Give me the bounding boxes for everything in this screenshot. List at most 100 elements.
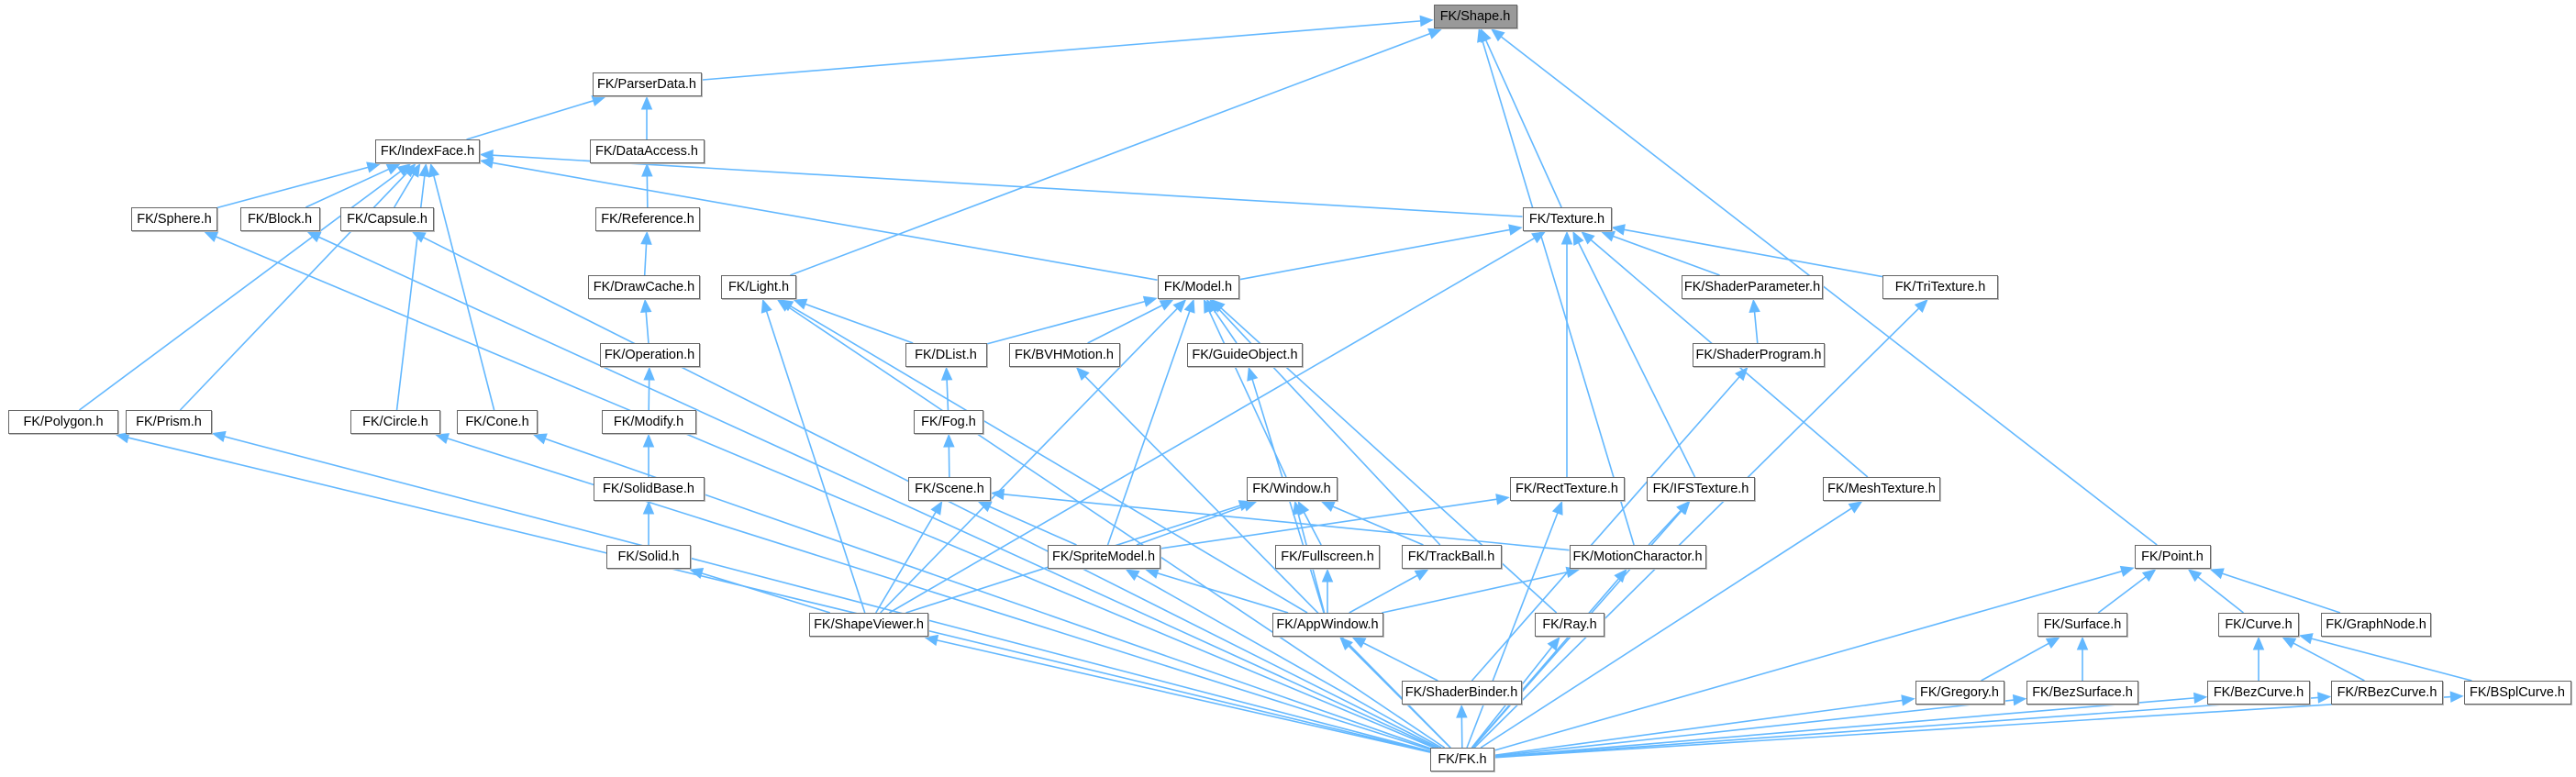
node-capsule[interactable]: FK/Capsule.h <box>340 207 434 231</box>
node-modify[interactable]: FK/Modify.h <box>601 410 696 434</box>
edge-line <box>1482 40 1635 546</box>
arrowhead-icon <box>385 163 401 175</box>
node-polygon[interactable]: FK/Polygon.h <box>8 410 118 434</box>
arrowhead-icon <box>1914 299 1928 313</box>
node-draw-cache[interactable]: FK/DrawCache.h <box>588 275 700 299</box>
node-cone[interactable]: FK/Cone.h <box>457 410 538 434</box>
arrowhead-icon <box>1203 298 1215 314</box>
edge-sphere-to-index-face <box>217 161 382 209</box>
edge-line <box>1303 512 1322 546</box>
node-label: FK/Cone.h <box>465 415 529 429</box>
node-texture[interactable]: FK/Texture.h <box>1522 207 1612 231</box>
node-bez-surface[interactable]: FK/BezSurface.h <box>2026 681 2138 705</box>
node-point[interactable]: FK/Point.h <box>2134 545 2211 569</box>
node-dlist[interactable]: FK/DList.h <box>905 343 987 367</box>
edge-index-face-to-parser-data <box>466 94 606 140</box>
node-graph-node[interactable]: FK/GraphNode.h <box>2321 613 2431 637</box>
arrowhead-icon <box>2193 692 2208 705</box>
edge-motion-charactor-to-scene <box>990 488 1570 551</box>
edge-bez-surface-to-surface <box>2076 636 2089 681</box>
arrowhead-icon <box>2119 565 2135 577</box>
edge-gregory-to-surface <box>1981 637 2060 682</box>
node-light[interactable]: FK/Light.h <box>721 275 796 299</box>
arrowhead-icon <box>1142 295 1158 307</box>
arrowhead-icon <box>532 433 548 445</box>
arrowhead-icon <box>479 157 494 169</box>
node-solid[interactable]: FK/Solid.h <box>606 545 691 569</box>
edge-prism-to-index-face <box>179 163 416 411</box>
arrowhead-icon <box>1211 299 1226 313</box>
node-label: FK/RBezCurve.h <box>2337 685 2437 700</box>
node-parser-data[interactable]: FK/ParserData.h <box>592 72 702 96</box>
node-fk[interactable]: FK/FK.h <box>1430 748 1494 771</box>
node-prism[interactable]: FK/Prism.h <box>126 410 212 434</box>
node-bez-curve[interactable]: FK/BezCurve.h <box>2207 681 2310 705</box>
edge-line <box>2293 642 2365 682</box>
node-label: FK/ParserData.h <box>597 77 696 92</box>
edge-shape-viewer-to-model <box>880 299 1187 614</box>
node-fog[interactable]: FK/Fog.h <box>914 410 983 434</box>
edge-texture-to-index-face <box>479 150 1523 217</box>
node-ray[interactable]: FK/Ray.h <box>1535 613 1604 637</box>
edge-shape-viewer-to-light <box>761 298 866 614</box>
node-sphere[interactable]: FK/Sphere.h <box>131 207 217 231</box>
edge-line <box>1493 695 2451 759</box>
edge-line <box>765 311 866 614</box>
node-label: FK/Window.h <box>1252 482 1331 496</box>
edge-line <box>1493 699 1903 757</box>
node-app-window[interactable]: FK/AppWindow.h <box>1271 613 1383 637</box>
node-reference[interactable]: FK/Reference.h <box>595 207 700 231</box>
edge-line <box>643 243 648 276</box>
arrowhead-icon <box>1560 230 1573 245</box>
node-label: FK/Operation.h <box>604 348 695 362</box>
node-data-access[interactable]: FK/DataAccess.h <box>589 139 705 163</box>
node-gregory[interactable]: FK/Gregory.h <box>1915 681 2004 705</box>
node-surface[interactable]: FK/Surface.h <box>2037 613 2127 637</box>
node-track-ball[interactable]: FK/TrackBall.h <box>1401 545 1502 569</box>
node-shader-binder[interactable]: FK/ShaderBinder.h <box>1401 681 1522 705</box>
node-shader-parameter[interactable]: FK/ShaderParameter.h <box>1682 275 1823 299</box>
arrowhead-icon <box>2449 691 2464 703</box>
node-label: FK/Capsule.h <box>347 212 427 227</box>
arrowhead-icon <box>204 231 219 242</box>
node-shape-viewer[interactable]: FK/ShapeViewer.h <box>809 613 928 637</box>
node-scene[interactable]: FK/Scene.h <box>908 477 991 501</box>
node-solid-base[interactable]: FK/SolidBase.h <box>593 477 705 501</box>
arrowhead-icon <box>643 366 655 381</box>
node-shader-program[interactable]: FK/ShaderProgram.h <box>1693 343 1825 367</box>
node-rect-texture[interactable]: FK/RectTexture.h <box>1509 477 1625 501</box>
edge-fk-to-prism <box>211 430 1431 752</box>
node-guide-object[interactable]: FK/GuideObject.h <box>1187 343 1303 367</box>
node-index-face[interactable]: FK/IndexFace.h <box>375 139 480 163</box>
arrowhead-icon <box>2252 636 2265 650</box>
node-label: FK/Block.h <box>247 212 313 227</box>
edge-cone-to-index-face <box>427 162 495 411</box>
node-operation[interactable]: FK/Operation.h <box>599 343 700 367</box>
edge-dlist-to-light <box>793 298 914 344</box>
node-ifstexture[interactable]: FK/IFSTexture.h <box>1647 477 1755 501</box>
node-circle[interactable]: FK/Circle.h <box>350 410 440 434</box>
arrowhead-icon <box>1075 367 1090 382</box>
arrowhead-icon <box>1547 636 1560 651</box>
node-window[interactable]: FK/Window.h <box>1246 477 1338 501</box>
edge-line <box>492 161 1158 281</box>
edge-line <box>2222 572 2341 614</box>
edge-point-to-shape <box>1491 28 2158 546</box>
edge-line <box>217 166 369 209</box>
node-block[interactable]: FK/Block.h <box>239 207 320 231</box>
node-curve[interactable]: FK/Curve.h <box>2218 613 2299 637</box>
arrowhead-icon <box>1508 224 1523 236</box>
edge-line <box>701 572 831 614</box>
node-bspl-curve[interactable]: FK/BSplCurve.h <box>2463 681 2571 705</box>
node-tri-texture[interactable]: FK/TriTexture.h <box>1882 275 1998 299</box>
node-motion-charactor[interactable]: FK/MotionCharactor.h <box>1569 545 1706 569</box>
node-mesh-texture[interactable]: FK/MeshTexture.h <box>1823 477 1940 501</box>
node-bvhmotion[interactable]: FK/BVHMotion.h <box>1008 343 1120 367</box>
node-model[interactable]: FK/Model.h <box>1157 275 1239 299</box>
edge-line <box>1648 509 1682 546</box>
node-rbez-curve[interactable]: FK/RBezCurve.h <box>2331 681 2443 705</box>
node-sprite-model[interactable]: FK/SpriteModel.h <box>1047 545 1160 569</box>
node-label: FK/BSplCurve.h <box>2470 685 2565 700</box>
edge-fk-to-light <box>776 299 1446 749</box>
node-fullscreen[interactable]: FK/Fullscreen.h <box>1275 545 1380 569</box>
